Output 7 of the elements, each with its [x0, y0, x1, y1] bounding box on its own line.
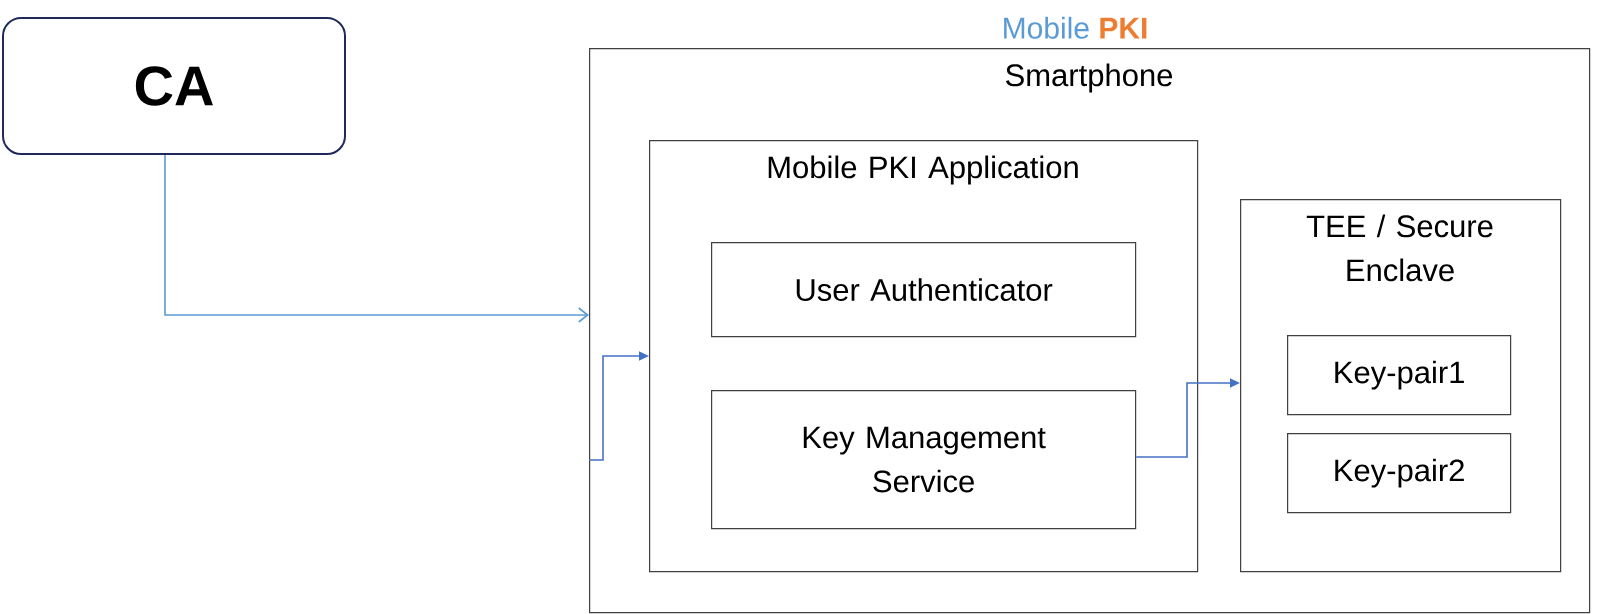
process-box: User Authenticator	[711, 242, 1137, 338]
arrow	[164, 154, 589, 323]
process-box: Key-pair2	[1287, 433, 1512, 514]
process-box: CA	[2, 17, 346, 155]
process-box: Key-pair1	[1287, 335, 1512, 416]
diagram-title: Mobile PKI	[1004, 16, 1147, 39]
process-box: Key Management Service	[711, 390, 1137, 530]
